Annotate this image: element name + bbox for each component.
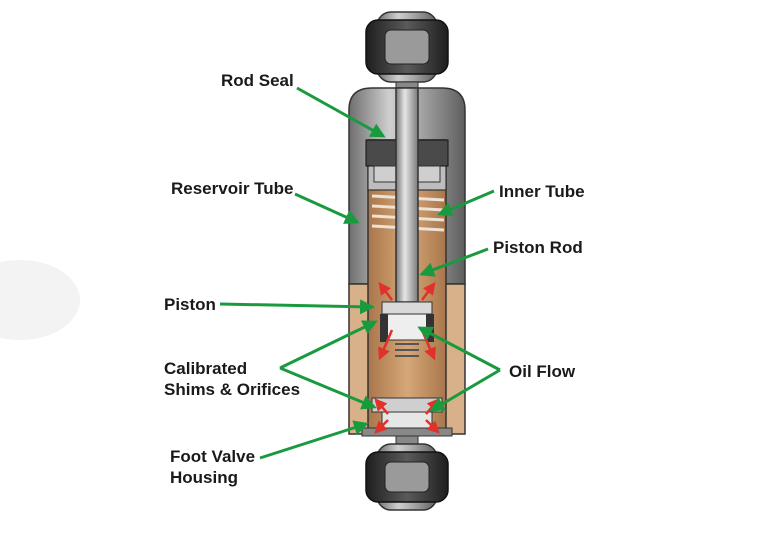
piston-rod [395,87,419,303]
label-rod-seal: Rod Seal [221,71,294,90]
background-shadow [0,260,80,340]
label-oil-flow: Oil Flow [509,362,576,381]
foot-valve-arrow [259,420,369,460]
foot-valve [361,397,453,437]
calibrated-shims-arrow-1 [279,320,378,370]
oil-flow-arrow-2 [429,368,501,412]
oil-flow-arrow-1 [417,326,501,372]
reservoir-tube-arrow [294,192,360,224]
label-inner-tube: Inner Tube [499,182,585,201]
inner-tube-arrow [437,189,495,217]
bottom-mount [365,435,449,511]
top-mount [365,11,449,95]
label-foot-valve-line2: Housing [170,468,238,487]
label-foot-valve-line1: Foot Valve [170,447,256,466]
label-calibrated-line1: Calibrated [164,359,248,378]
label-calibrated-line2: Shims & Orifices [164,380,301,399]
label-piston-rod: Piston Rod [493,238,583,257]
rod-seal-arrow [296,86,386,138]
rod-seal [365,139,449,183]
calibrated-shims-arrow-2 [279,366,377,410]
piston-rod-arrow [419,247,489,277]
label-piston: Piston [164,295,216,314]
piston-arrow [219,299,375,315]
label-reservoir-tube: Reservoir Tube [171,179,294,198]
